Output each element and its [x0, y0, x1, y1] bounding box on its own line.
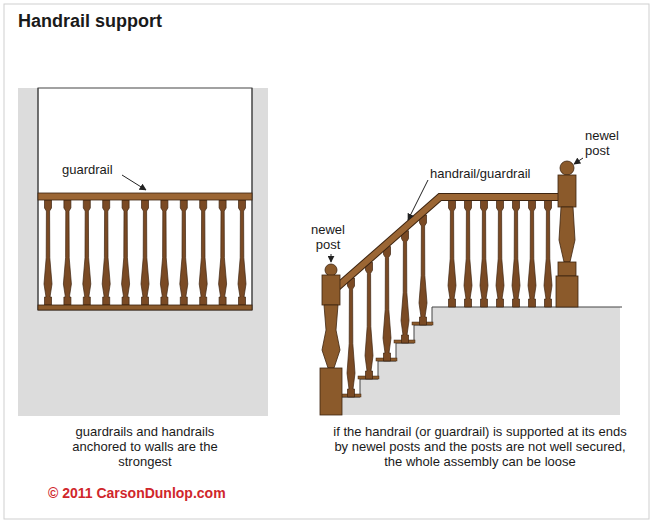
leader-line [574, 158, 583, 164]
part-label: newel post [585, 128, 629, 158]
baluster [180, 200, 188, 305]
baluster [44, 200, 52, 305]
baluster [383, 247, 391, 362]
baluster [160, 200, 168, 305]
caption: if the handrail (or guardrail) is suppor… [330, 424, 630, 469]
newel-post [320, 264, 342, 415]
room-opening [38, 88, 252, 310]
frame [4, 4, 649, 519]
baluster [401, 231, 409, 343]
title: Handrail support [18, 10, 162, 32]
baluster [219, 200, 227, 305]
baluster [63, 200, 71, 305]
caption: guardrails and handrails anchored to wal… [70, 424, 220, 469]
stair-profile [342, 307, 622, 397]
baluster [464, 200, 472, 307]
baluster [512, 200, 520, 307]
bottom-rail [38, 305, 252, 310]
leader-line [122, 175, 146, 190]
part-label: guardrail [62, 162, 113, 177]
baluster [544, 200, 552, 307]
baluster [347, 278, 355, 397]
baluster [448, 200, 456, 307]
handrail-outline [334, 197, 560, 290]
baluster [199, 200, 207, 305]
baluster [365, 262, 373, 379]
leader-line [408, 180, 428, 220]
baluster [122, 200, 130, 305]
watermark: © 2011 CarsonDunlop.com [48, 486, 226, 501]
baluster [496, 200, 504, 307]
baluster [83, 200, 91, 305]
balusters [347, 200, 552, 397]
baluster [102, 200, 110, 305]
baluster [238, 200, 246, 305]
baluster [528, 200, 536, 307]
handrail [334, 197, 560, 290]
leader-line [331, 254, 332, 262]
baluster [141, 200, 149, 305]
part-label: newel post [306, 222, 350, 252]
wall-floor [18, 88, 268, 416]
newel-post [556, 161, 578, 307]
baluster [480, 200, 488, 307]
balusters [44, 200, 246, 305]
part-label: handrail/guardrail [430, 166, 530, 181]
guardrail [38, 193, 252, 200]
baluster [419, 215, 427, 325]
